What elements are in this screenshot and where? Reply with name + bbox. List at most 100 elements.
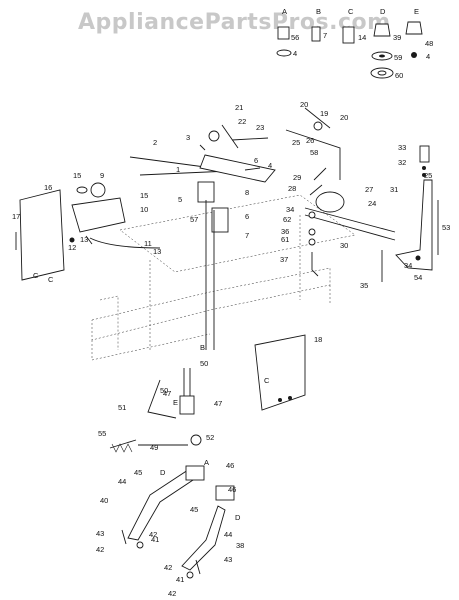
callout-9: 9 — [100, 171, 104, 180]
callout-28: 28 — [288, 184, 296, 193]
washer-41-upper-icon — [136, 541, 144, 549]
callout-e-bracket: E — [173, 398, 178, 407]
callout-46b: 46 — [228, 485, 236, 494]
callout-25b: 25 — [424, 171, 432, 180]
spacer-c-icon — [342, 26, 355, 44]
callout-61: 61 — [281, 235, 289, 244]
plate-16 — [19, 189, 65, 281]
callout-55: 55 — [98, 429, 106, 438]
callout-34: 34 — [286, 205, 294, 214]
bolt-37 — [311, 252, 319, 277]
callout-20b: 20 — [340, 113, 348, 122]
legend-letter-b: B — [316, 7, 321, 16]
callout-41: 41 — [151, 535, 159, 544]
callout-42b: 42 — [96, 545, 104, 554]
plate-18 — [254, 334, 306, 411]
clevis-19-icon — [313, 121, 323, 131]
callout-44b: 44 — [224, 530, 232, 539]
legend-letter-d: D — [380, 7, 386, 16]
bracket-5 — [197, 181, 215, 203]
callout-34b: 34 — [404, 261, 412, 270]
callout-36: 36 — [281, 227, 289, 236]
callout-4: 4 — [268, 161, 272, 170]
callout-15b: 15 — [140, 191, 148, 200]
callout-1: 1 — [176, 165, 180, 174]
callout-10: 10 — [140, 205, 148, 214]
callout-58: 58 — [310, 148, 318, 157]
pulley-d-hub — [377, 70, 387, 76]
callout-d-pedal: D — [160, 468, 166, 477]
nut-12-icon — [69, 237, 75, 243]
callout-32: 32 — [398, 158, 406, 167]
callout-52: 52 — [206, 433, 214, 442]
callout-5: 5 — [178, 195, 182, 204]
callout-25: 25 — [292, 138, 300, 147]
bolt-43-lower — [195, 559, 201, 575]
nut-54-icon — [415, 255, 421, 261]
legend-letter-e: E — [414, 7, 419, 16]
callout-42c: 42 — [164, 563, 172, 572]
knob-33-icon — [419, 145, 430, 163]
callout-47: 47 — [163, 389, 171, 398]
nut-e-icon — [411, 52, 417, 58]
callout-labels: 1 2 3 4 5 6 6 7 8 9 10 11 12 13 13 15 15… — [12, 100, 450, 598]
callout-8: 8 — [245, 188, 249, 197]
spring-55 — [109, 439, 137, 449]
callout-c-plate: C — [264, 376, 270, 385]
callout-24: 24 — [368, 199, 376, 208]
right-shaft-assembly — [285, 107, 439, 282]
callout-27: 27 — [365, 185, 373, 194]
callout-62: 62 — [283, 215, 291, 224]
lower-linkage — [109, 368, 202, 453]
bushing-e-icon — [405, 21, 423, 35]
bracket-47 — [179, 395, 195, 415]
callout-35: 35 — [360, 281, 368, 290]
callout-26: 26 — [306, 136, 314, 145]
legend-letter-a: A — [282, 7, 287, 16]
callout-51: 51 — [118, 403, 126, 412]
rod-51 — [147, 379, 177, 419]
clamp-13 — [85, 235, 93, 245]
watermark: AppliancePartsPros.com — [78, 10, 391, 35]
cap-9-icon — [90, 182, 106, 198]
washer-61-icon — [308, 238, 316, 246]
callout-11: 11 — [144, 239, 152, 248]
bracket-57 — [211, 207, 229, 233]
shaft-8 — [205, 200, 215, 350]
callout-12: 12 — [68, 243, 76, 252]
link-20 — [304, 107, 331, 129]
callout-7: 7 — [245, 231, 249, 240]
rod-23 — [231, 137, 269, 141]
legend-e-num-1: 48 — [425, 39, 433, 48]
frame-outline — [91, 194, 356, 361]
bracket-46-lower — [215, 485, 235, 501]
left-assembly — [15, 182, 161, 281]
callout-15: 15 — [73, 171, 81, 180]
pin-28 — [309, 184, 323, 196]
bracket-46-upper — [185, 465, 205, 481]
bushing-d-icon — [373, 23, 391, 37]
pin-4 — [244, 167, 261, 171]
callout-31: 31 — [390, 185, 398, 194]
callout-6b: 6 — [245, 212, 249, 221]
callout-23: 23 — [256, 123, 264, 132]
gasket-15-icon — [76, 186, 88, 194]
callout-38: 38 — [236, 541, 244, 550]
callout-3: 3 — [186, 133, 190, 142]
callout-d-pedal-2: D — [235, 513, 241, 522]
sleeve-27 — [315, 191, 345, 213]
washer-62-icon — [308, 211, 316, 219]
shaft-30-lower — [304, 214, 396, 241]
callout-42d: 42 — [168, 589, 176, 598]
callout-17: 17 — [12, 212, 20, 221]
callout-b-shaft: B — [200, 343, 205, 352]
callout-43: 43 — [96, 529, 104, 538]
callout-a-pedal: A — [204, 458, 209, 467]
callout-50b: 50 — [160, 386, 168, 395]
callout-6: 6 — [254, 156, 258, 165]
line-11 — [89, 237, 161, 249]
pedal-40 — [127, 469, 197, 541]
callout-19: 19 — [320, 109, 328, 118]
callout-54: 54 — [414, 273, 422, 282]
